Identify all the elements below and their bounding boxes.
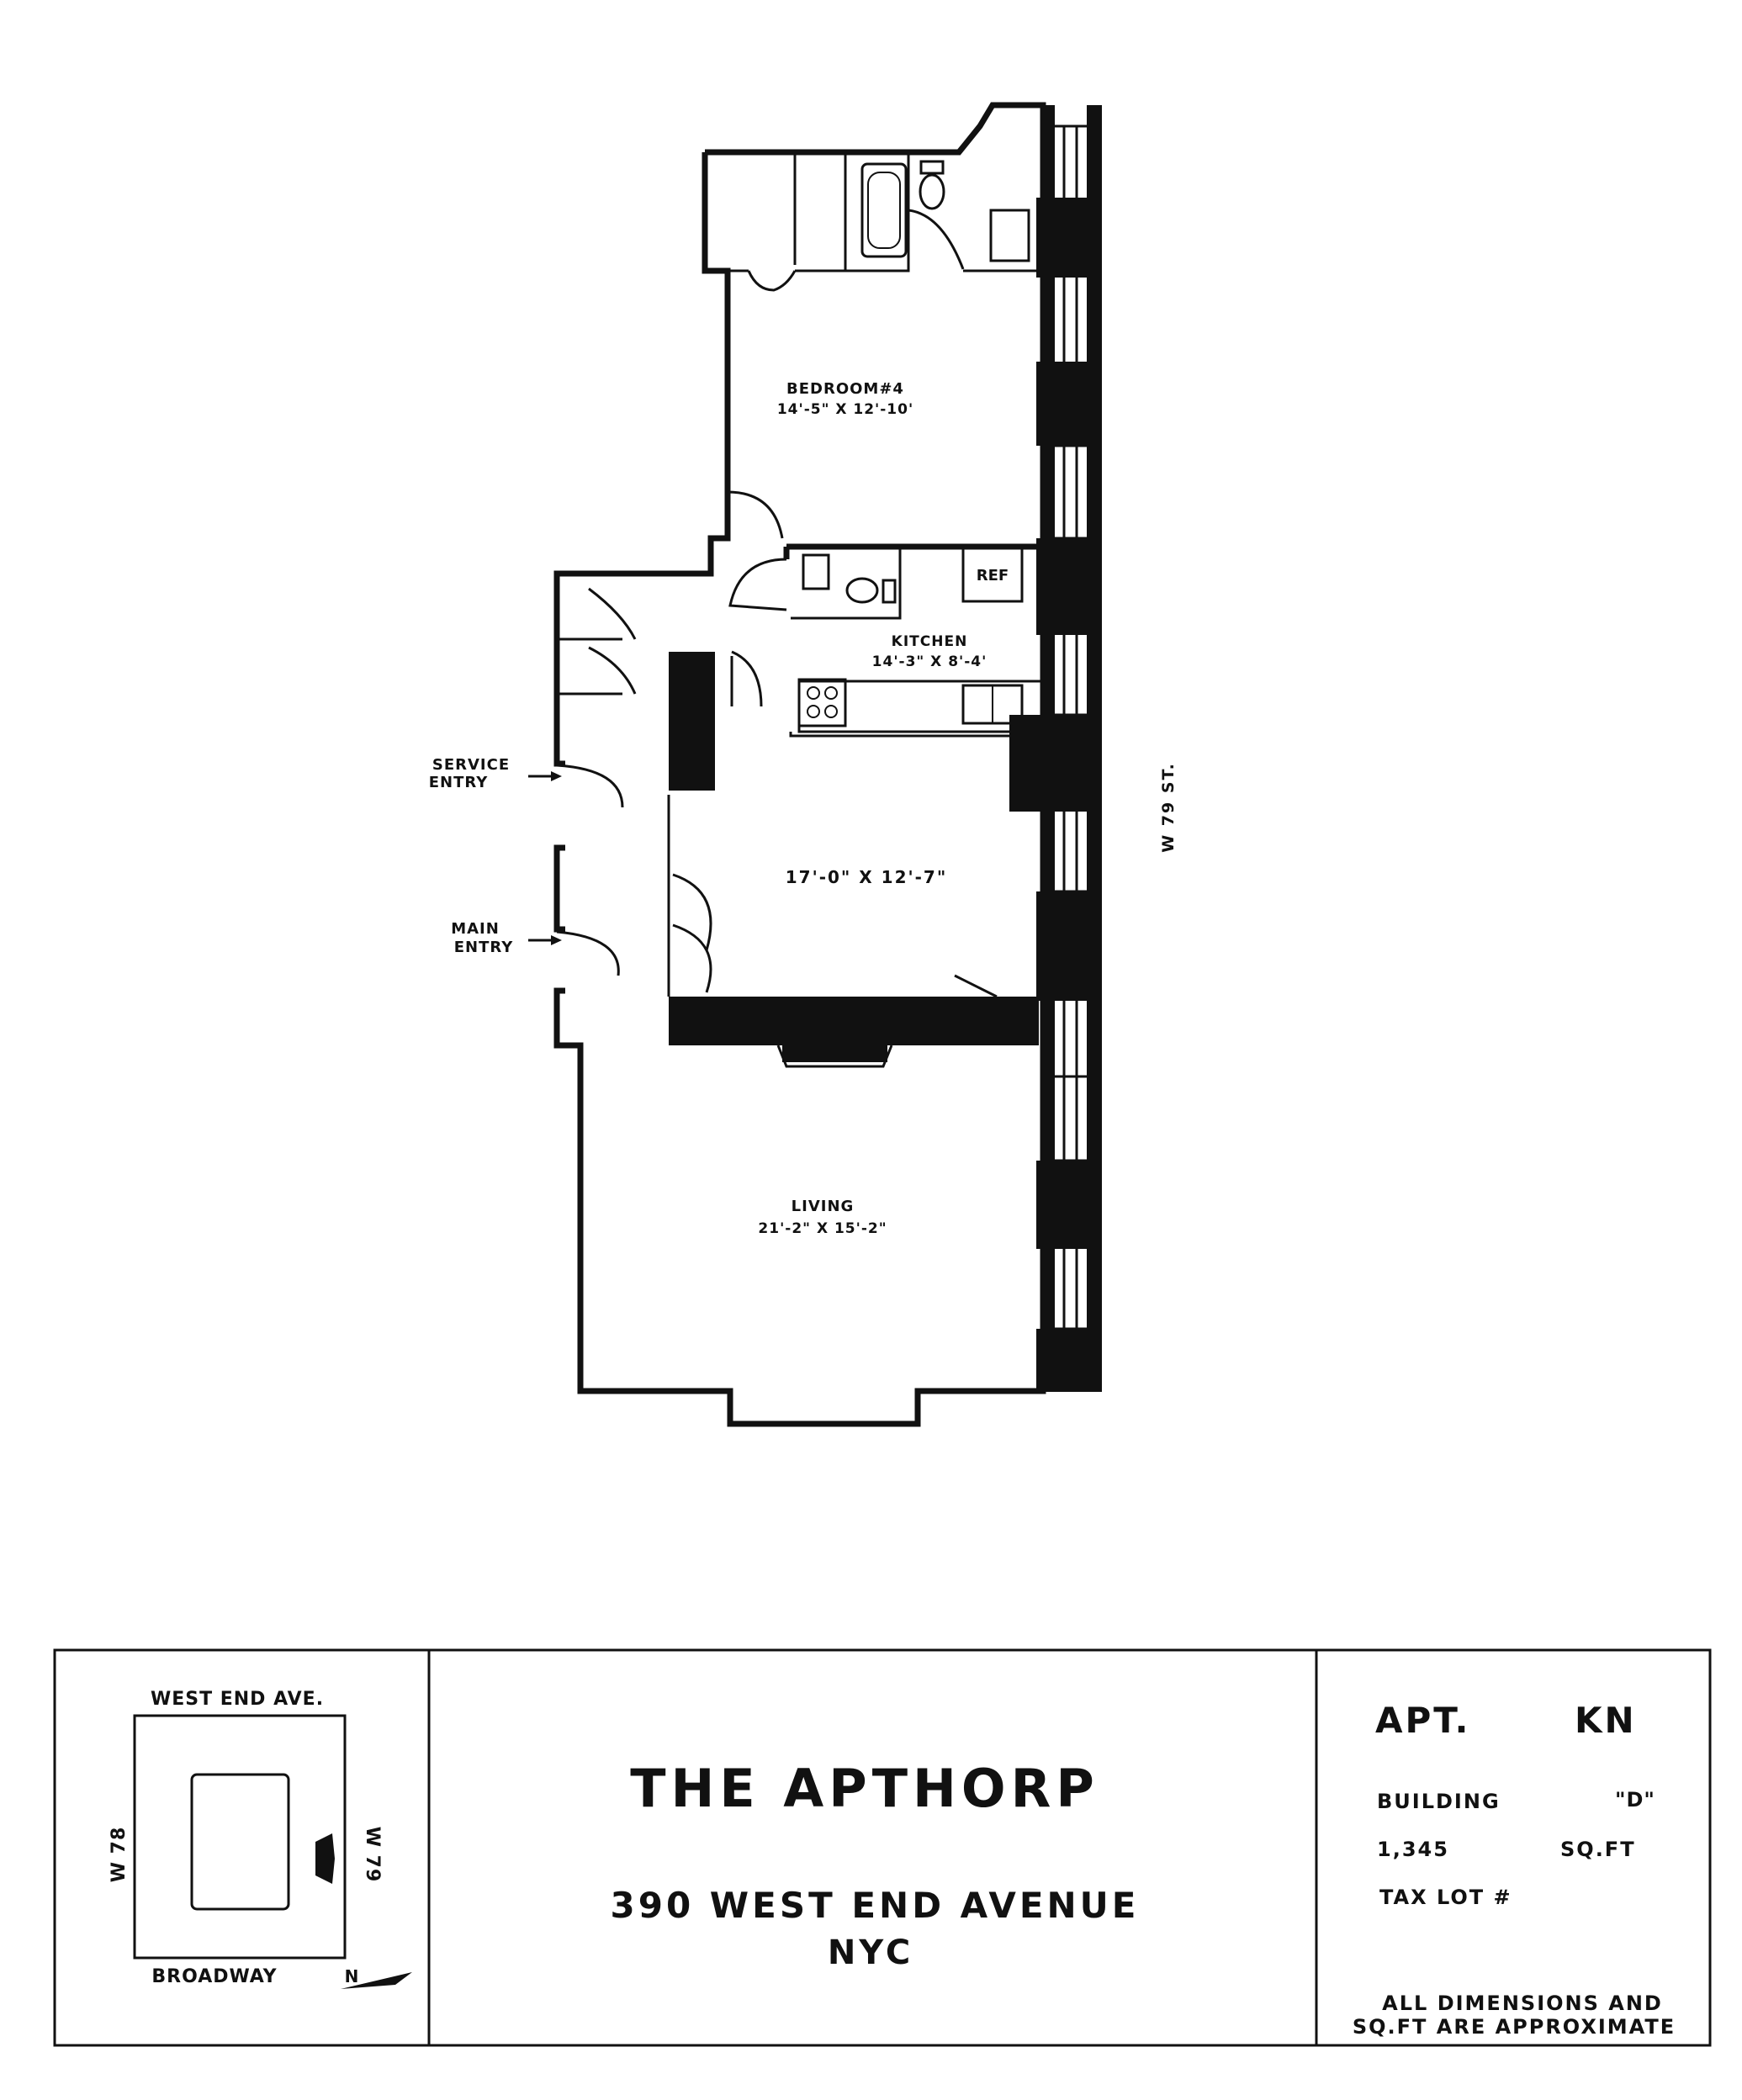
street-label: W 79 ST. (1159, 762, 1178, 853)
sqft-label: SQ.FT (1560, 1838, 1636, 1861)
middle-room-dims: 17'-0" X 12'-7" (786, 867, 948, 887)
living-dims: 21'-2" X 15'-2" (758, 1220, 887, 1237)
title-block: WEST END AVE. W 78 W 79 BROADWAY N THE A… (53, 1648, 1712, 2047)
apt-value: KN (1575, 1700, 1637, 1741)
main-entry-line1: MAIN (451, 920, 500, 938)
building-address: 390 WEST END AVENUE (611, 1885, 1140, 1926)
keymap-bottom: BROADWAY (151, 1966, 277, 1987)
building-name: THE APTHORP (630, 1758, 1099, 1819)
door-swings (556, 209, 965, 993)
kitchen-name: KITCHEN (892, 633, 968, 650)
living-name: LIVING (792, 1198, 855, 1215)
disclaimer-line2: SQ.FT ARE APPROXIMATE (1353, 2015, 1676, 2039)
service-entry-line2: ENTRY (429, 774, 489, 791)
bedroom-name: BEDROOM#4 (786, 380, 904, 398)
main-entry-line2: ENTRY (454, 939, 514, 956)
bedroom-dims: 14'-5" X 12'-10' (777, 401, 913, 418)
sqft-value: 1,345 (1377, 1838, 1449, 1861)
service-entry-line1: SERVICE (432, 756, 510, 774)
keymap-left: W 78 (109, 1827, 130, 1883)
taxlot-label: TAX LOT # (1379, 1886, 1512, 1909)
building-value: "D" (1615, 1788, 1655, 1812)
building-city: NYC (828, 1933, 913, 1972)
window-wall (1009, 105, 1102, 1392)
keymap-top: WEST END AVE. (151, 1689, 324, 1710)
building-label: BUILDING (1377, 1790, 1501, 1813)
apt-label: APT. (1375, 1700, 1471, 1741)
north-label: N (345, 1966, 359, 1986)
keymap-right: W 79 (362, 1827, 383, 1883)
entry-arrows (528, 771, 562, 945)
interior-walls (557, 152, 1043, 1068)
room-labels: BEDROOM#4 14'-5" X 12'-10' REF KITCHEN 1… (429, 380, 1178, 1237)
key-map: WEST END AVE. W 78 W 79 BROADWAY N (109, 1689, 412, 1989)
ref-label: REF (977, 567, 1009, 585)
kitchen-dims: 14'-3" X 8'-4' (872, 653, 987, 670)
exterior-walls (553, 102, 1046, 1427)
north-arrow-icon (341, 1972, 412, 1989)
disclaimer-line1: ALL DIMENSIONS AND (1382, 1992, 1663, 2015)
